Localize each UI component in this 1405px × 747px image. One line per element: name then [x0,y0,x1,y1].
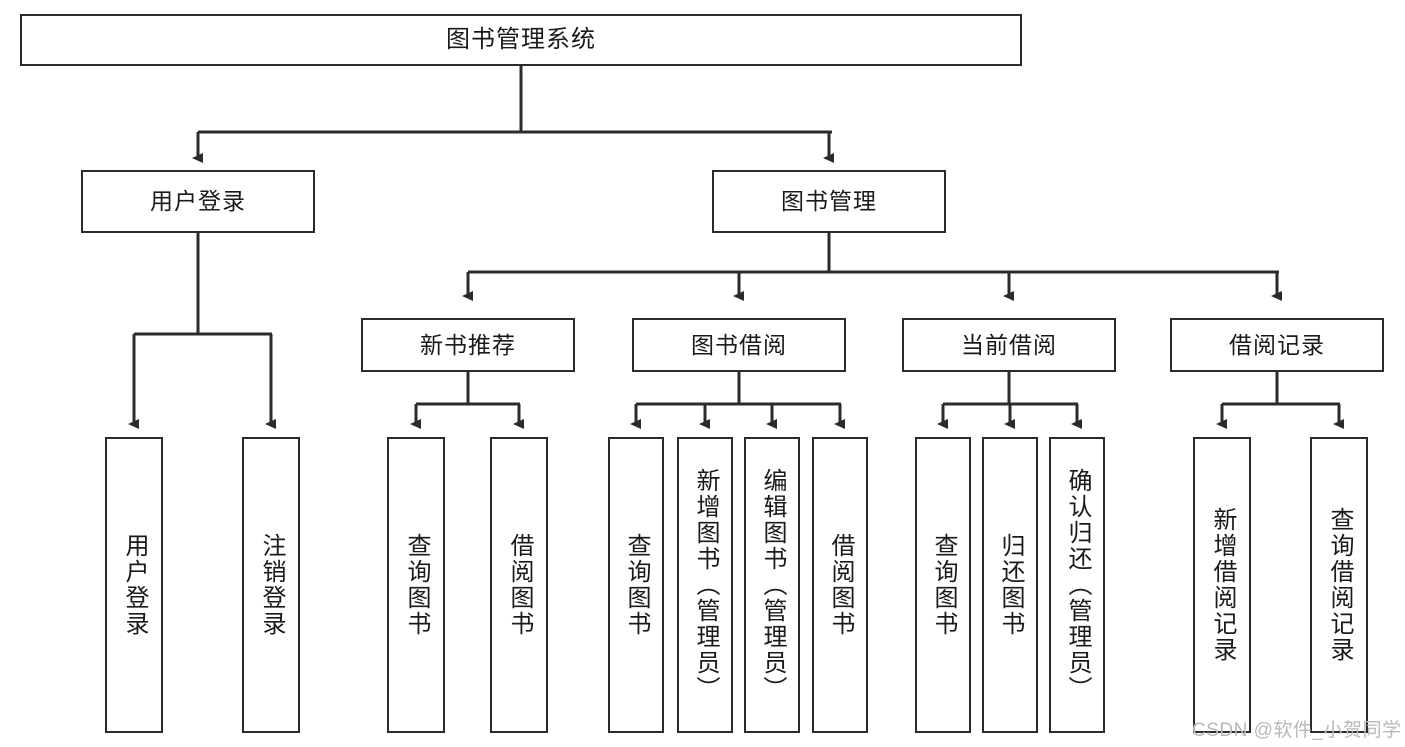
node-label: 借阅图书 [826,533,854,637]
leaf-query-book-borrow[interactable]: 查询图书 [608,437,664,733]
node-book-borrow[interactable]: 图书借阅 [632,318,846,372]
node-label: 查询图书 [402,533,430,637]
node-label: 用户登录 [150,188,246,215]
node-label: 新增图书（管理员） [691,468,719,702]
node-label: 借阅图书 [505,533,533,637]
node-label: 当前借阅 [961,331,1057,358]
leaf-logout-login[interactable]: 注销登录 [242,437,300,733]
leaf-confirm-return-admin[interactable]: 确认归还（管理员） [1049,437,1105,733]
leaf-borrow-book[interactable]: 借阅图书 [812,437,868,733]
node-label: 查询图书 [929,533,957,637]
node-user-login[interactable]: 用户登录 [81,170,315,233]
node-label: 用户登录 [120,533,148,637]
node-label: 归还图书 [996,533,1024,637]
leaf-query-book-current[interactable]: 查询图书 [915,437,971,733]
node-current-borrow[interactable]: 当前借阅 [902,318,1116,372]
leaf-borrow-book-recommend[interactable]: 借阅图书 [490,437,548,733]
leaf-add-borrow-record[interactable]: 新增借阅记录 [1193,437,1251,733]
node-label: 查询借阅记录 [1325,507,1353,663]
leaf-edit-book-admin[interactable]: 编辑图书（管理员） [744,437,800,733]
leaf-query-borrow-record[interactable]: 查询借阅记录 [1310,437,1368,733]
node-label: 注销登录 [257,533,285,637]
node-label: 编辑图书（管理员） [758,468,786,702]
leaf-user-login[interactable]: 用户登录 [105,437,163,733]
node-label: 确认归还（管理员） [1063,468,1091,702]
node-label: 图书管理系统 [446,26,596,53]
leaf-query-book-recommend[interactable]: 查询图书 [387,437,445,733]
node-book-management[interactable]: 图书管理 [712,170,946,233]
node-label: 图书管理 [781,188,877,215]
node-label: 查询图书 [622,533,650,637]
node-label: 图书借阅 [691,331,787,358]
leaf-return-book[interactable]: 归还图书 [982,437,1038,733]
node-root-system[interactable]: 图书管理系统 [20,14,1022,66]
node-borrow-record[interactable]: 借阅记录 [1170,318,1384,372]
node-new-book-recommend[interactable]: 新书推荐 [361,318,575,372]
csdn-watermark: CSDN @软件_小贺同学 [1192,720,1402,741]
node-label: 借阅记录 [1229,331,1325,358]
leaf-add-book-admin[interactable]: 新增图书（管理员） [677,437,733,733]
node-label: 新增借阅记录 [1208,507,1236,663]
node-label: 新书推荐 [420,331,516,358]
